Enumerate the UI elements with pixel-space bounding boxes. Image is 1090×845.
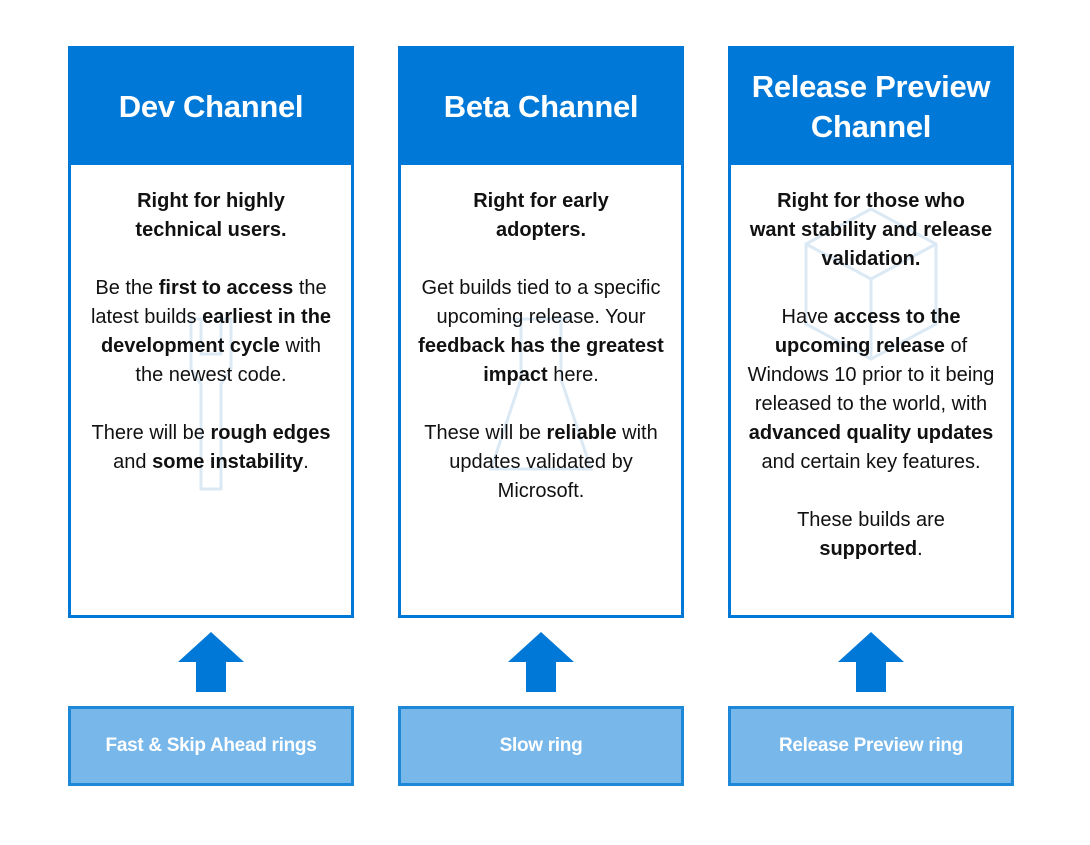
release-preview-ring-box: Release Preview ring <box>728 706 1014 786</box>
release-preview-channel-title: Release Preview Channel <box>731 49 1011 165</box>
up-arrow-icon <box>178 632 244 692</box>
dev-channel-title: Dev Channel <box>71 49 351 165</box>
release-preview-channel-note: These builds are supported. <box>797 509 945 560</box>
fast-skip-ahead-rings-box: Fast & Skip Ahead rings <box>68 706 354 786</box>
release-preview-channel-column: Release Preview Channel Right for those … <box>728 46 1014 786</box>
beta-channel-description: Get builds tied to a specific upcoming r… <box>418 277 664 386</box>
up-arrow-icon <box>508 632 574 692</box>
up-arrow-icon <box>838 632 904 692</box>
dev-channel-description: Be the first to access the latest builds… <box>90 277 332 386</box>
release-preview-channel-description: Have access to the upcoming release of W… <box>747 306 995 473</box>
beta-channel-note: These will be reliable with updates vali… <box>424 422 658 502</box>
beta-channel-title: Beta Channel <box>401 49 681 165</box>
release-preview-channel-card: Release Preview Channel Right for those … <box>728 46 1014 618</box>
dev-channel-note: There will be rough edges and some insta… <box>91 422 331 473</box>
slow-ring-box: Slow ring <box>398 706 684 786</box>
